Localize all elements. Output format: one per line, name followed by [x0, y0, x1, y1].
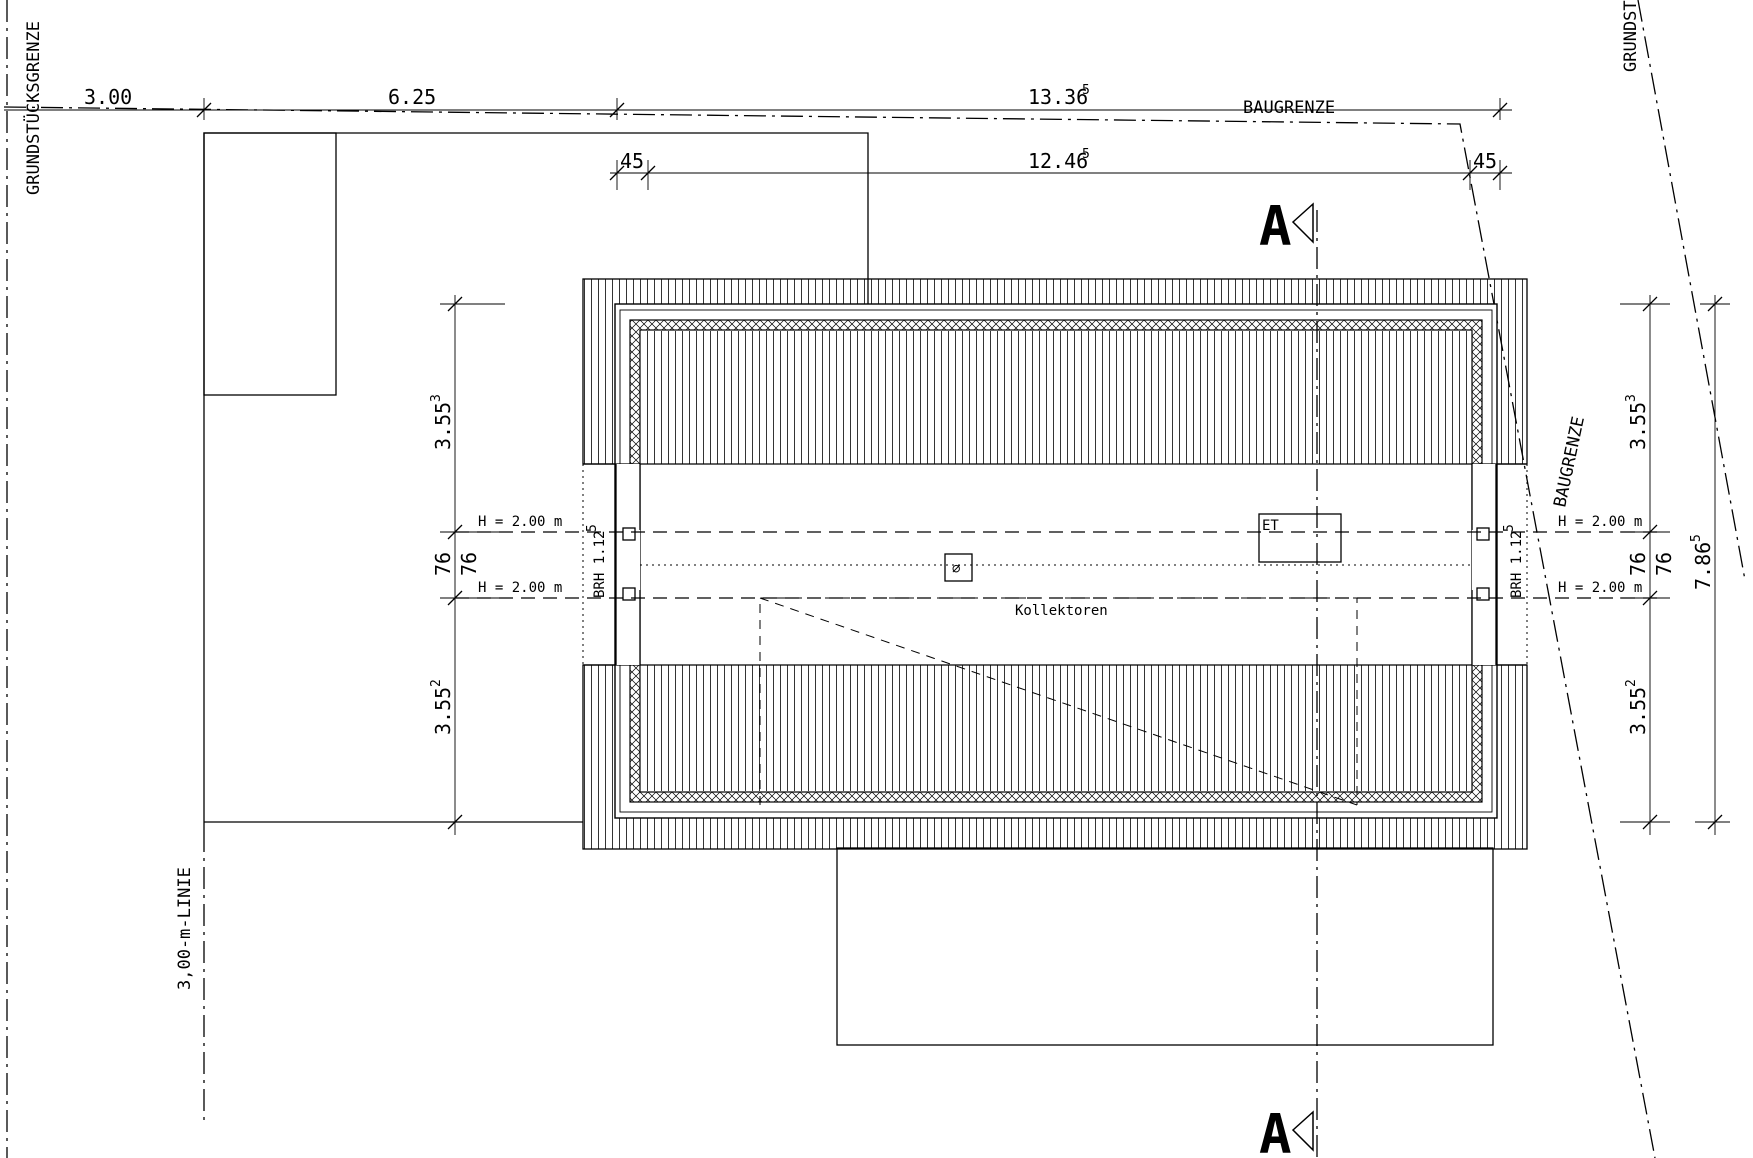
label-h-bot-right: H = 2.00 m	[1558, 580, 1642, 596]
dim-right-3-55-top-sup: 3	[1624, 394, 1639, 402]
dim-right-7-86: 7.86 5	[1689, 534, 1715, 590]
label-et: ET	[1262, 518, 1279, 534]
brh-right-sup: 5	[1502, 524, 1517, 532]
solar-collectors	[759, 597, 1358, 806]
et-box	[1258, 513, 1342, 563]
chimney	[944, 553, 973, 582]
dim-lines-top	[4, 98, 1512, 190]
label-baugrenze-top: BAUGRENZE	[1243, 98, 1335, 118]
dim-top-13-36-sup: 5	[1082, 83, 1090, 98]
label-kollektoren: Kollektoren	[1015, 603, 1108, 619]
dim-right-3-55-bot-sup: 2	[1624, 679, 1639, 687]
dim-left-3-55-bot: 3.55 2	[429, 679, 455, 735]
dim-left-3-55-top-text: 3.55	[431, 402, 455, 450]
label-grundstuecksgrenze-right: GRUNDST	[1621, 0, 1641, 72]
label-h-bot-left: H = 2.00 m	[478, 580, 562, 596]
dim-right-7-86-sup: 5	[1689, 534, 1704, 542]
dim-left-3-55-bot-text: 3.55	[431, 687, 455, 735]
dim-left-3-55-top: 3.55 3	[429, 394, 455, 450]
dim-inner-45-left: 45	[620, 149, 644, 173]
section-marker-top	[1291, 202, 1314, 244]
outer-walls	[583, 303, 1527, 819]
dim-right-3-55-bot: 3.55 2	[1624, 679, 1650, 735]
dim-inner-45-right: 45	[1473, 149, 1497, 173]
dim-right-76-b: 76	[1652, 552, 1676, 576]
brh-left-sup: 5	[585, 524, 600, 532]
label-baugrenze-right: BAUGRENZE	[1550, 415, 1589, 509]
dim-top-6-25: 6.25	[388, 85, 436, 109]
dim-inner-12-46-sup: 5	[1082, 147, 1090, 162]
dim-left-76-b: 76	[457, 552, 481, 576]
label-3m-linie: 3,00-m-LINIE	[175, 867, 195, 990]
property-line-right	[1637, 0, 1746, 581]
dim-lines-right	[1620, 295, 1730, 835]
baugrenze-line	[3, 106, 1656, 1158]
dim-top-13-36: 13.36	[1028, 85, 1088, 109]
label-brh-left: BRH 1.12 5	[585, 524, 608, 598]
dim-right-3-55-bot-text: 3.55	[1626, 687, 1650, 735]
section-label-top: A	[1259, 195, 1292, 258]
label-grundstuecksgrenze-left: GRUNDSTÜCKSGRENZE	[22, 21, 44, 195]
dim-lines-left	[440, 295, 505, 835]
dim-top-3-00: 3.00	[84, 85, 132, 109]
dim-right-7-86-text: 7.86	[1691, 542, 1715, 590]
chimney-symbol: ⌀	[952, 561, 961, 577]
label-h-top-left: H = 2.00 m	[478, 514, 562, 530]
label-brh-right: BRH 1.12 5	[1502, 524, 1525, 598]
brh-left-text: BRH 1.12	[592, 531, 608, 598]
dim-right-76-a: 76	[1626, 552, 1650, 576]
section-marker-bottom	[1291, 1110, 1314, 1152]
brh-right-text: BRH 1.12	[1509, 531, 1525, 598]
dim-left-76-a: 76	[431, 552, 455, 576]
dim-left-3-55-bot-sup: 2	[429, 679, 444, 687]
dim-right-3-55-top: 3.55 3	[1624, 394, 1650, 450]
label-h-top-right: H = 2.00 m	[1558, 514, 1642, 530]
dim-left-3-55-top-sup: 3	[429, 394, 444, 402]
dim-right-3-55-top-text: 3.55	[1626, 402, 1650, 450]
dim-inner-12-46: 12.46	[1028, 149, 1088, 173]
section-label-bottom: A	[1259, 1103, 1292, 1158]
